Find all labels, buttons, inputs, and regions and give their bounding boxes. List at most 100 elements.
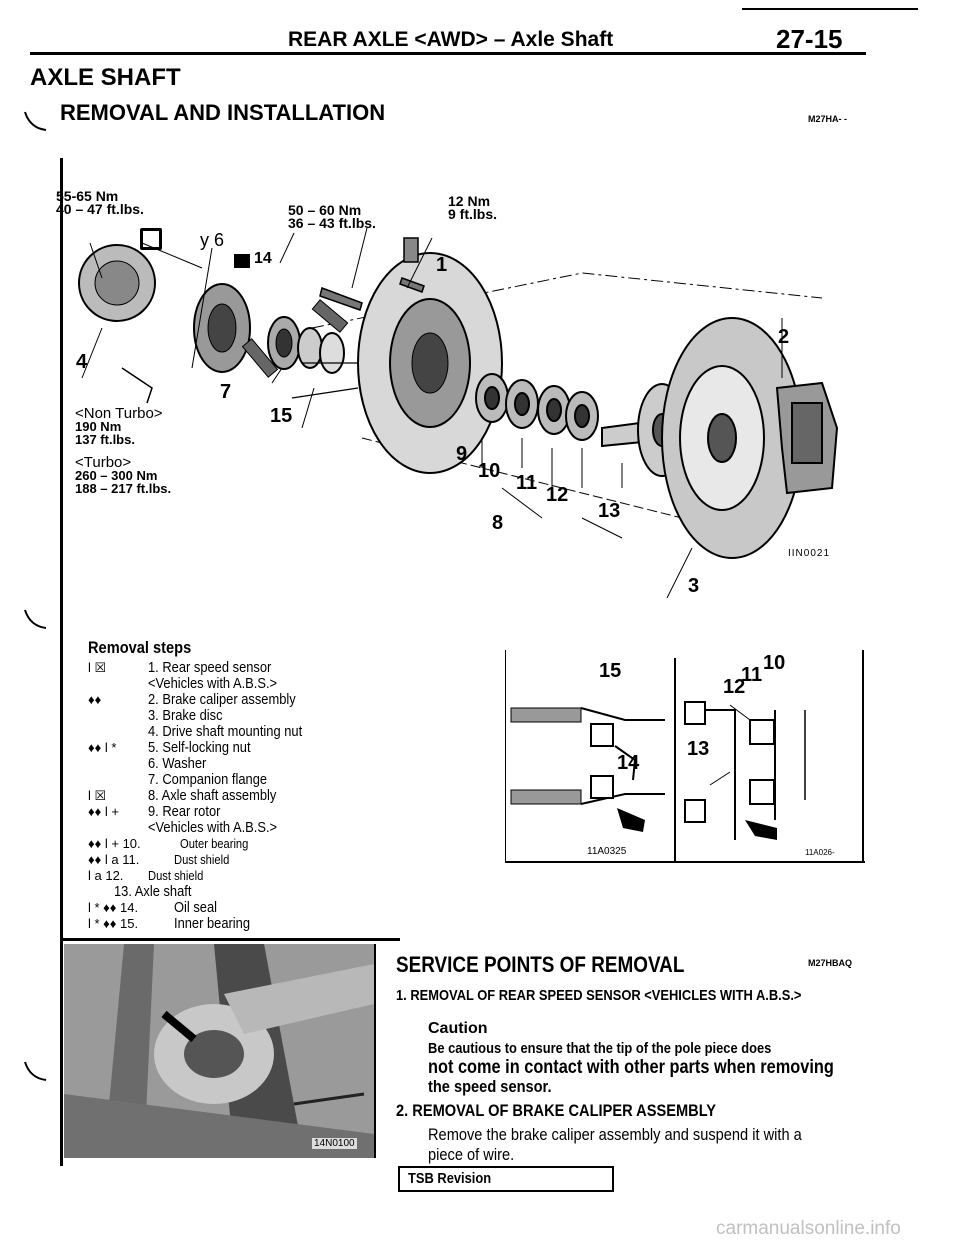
step-marker: l * ♦♦ 14. <box>88 900 139 915</box>
step-text: 13. Axle shaft <box>114 883 192 900</box>
torque-spec-2: 50 – 60 Nm 36 – 43 ft.lbs. <box>288 203 376 231</box>
leader-lines <box>81 227 783 598</box>
removal-step: ♦♦ 2. Brake caliper assembly <box>88 692 488 708</box>
step-text: 2. Brake caliper assembly <box>148 691 296 708</box>
service-photo: 14N0100 <box>64 944 376 1158</box>
nonturbo-nm: 190 Nm <box>75 419 122 434</box>
removal-step: 6. Washer <box>88 756 488 772</box>
item1-heading: 1. REMOVAL OF REAR SPEED SENSOR <VEHICLE… <box>396 986 852 1005</box>
bolts <box>319 237 425 311</box>
n14-label: 14 <box>254 250 272 267</box>
caution-line-3: the speed sensor. <box>428 1077 552 1096</box>
y6-label: y 6 <box>200 230 225 250</box>
callout-12: 12 <box>546 484 569 506</box>
detail-code-left: 11A0325 <box>587 846 627 857</box>
removal-step: l ☒8. Axle shaft assembly <box>88 788 488 804</box>
page-header-title: REAR AXLE <AWD> – Axle Shaft <box>288 28 614 51</box>
item2-heading: 2. REMOVAL OF BRAKE CALIPER ASSEMBLY <box>396 1101 717 1120</box>
item1-heading-text: 1. REMOVAL OF REAR SPEED SENSOR <VEHICLE… <box>396 987 802 1004</box>
brake-disc <box>661 317 803 559</box>
step-marker: l ☒ <box>88 788 107 803</box>
step-marker: ♦♦ l + <box>88 804 119 819</box>
service-title: SERVICE POINTS OF REMOVAL <box>396 952 685 977</box>
removal-step: 3. Brake disc <box>88 708 488 724</box>
section-subtitle: REMOVAL AND INSTALLATION <box>60 100 386 125</box>
step-text: 6. Washer <box>148 755 207 772</box>
detail-label-15: 15 <box>599 660 622 682</box>
step-text: 4. Drive shaft mounting nut <box>148 723 303 740</box>
callout-1: 1 <box>436 254 448 276</box>
removal-step: l a 12. Dust shield <box>88 868 488 884</box>
step-text: <Vehicles with A.B.S.> <box>148 675 278 692</box>
removal-step: 7. Companion flange <box>88 772 488 788</box>
step-text: 3. Brake disc <box>148 707 223 724</box>
step-marker: ♦♦ <box>88 692 102 707</box>
n-box-icon <box>234 254 250 268</box>
detail-label-11: 11 <box>741 664 763 686</box>
detail-figure: 15 14 13 12 11 10 11A0325 11A026- <box>505 650 865 866</box>
removal-step: <Vehicles with A.B.S.> <box>88 820 488 836</box>
step-text: 7. Companion flange <box>148 771 268 788</box>
step-text: 9. Rear rotor <box>148 803 221 820</box>
detail-label-10: 10 <box>763 652 786 674</box>
q-box-icon <box>140 228 162 250</box>
step-text: Inner bearing <box>174 915 251 932</box>
step-text: Oil seal <box>174 899 218 916</box>
caution-line-1: Be cautious to ensure that the tip of th… <box>428 1040 772 1057</box>
tsb-label: TSB Revision <box>408 1170 492 1187</box>
detail-label-14: 14 <box>617 752 640 774</box>
photo-code: 14N0100 <box>312 1138 357 1149</box>
turbo-nm: 260 – 300 Nm <box>75 468 158 483</box>
removal-step: <Vehicles with A.B.S.> <box>88 676 488 692</box>
callout-13: 13 <box>598 500 621 522</box>
nonturbo-label: <Non Turbo> <box>75 405 163 422</box>
step-text: <Vehicles with A.B.S.> <box>148 819 278 836</box>
nonturbo-ftlbs: 137 ft.lbs. <box>75 432 135 447</box>
torque-2-ftlbs: 36 – 43 ft.lbs. <box>288 215 376 231</box>
backing-plate <box>291 252 503 474</box>
torque-spec-1: 55-65 Nm 40 – 47 ft.lbs. <box>56 189 144 216</box>
callout-9: 9 <box>456 443 468 465</box>
removal-step: ♦♦ l + 9. Rear rotor <box>88 804 488 820</box>
callout-2: 2 <box>778 326 790 348</box>
step-text: 1. Rear speed sensor <box>148 659 272 676</box>
item2-text-2: piece of wire. <box>428 1145 515 1164</box>
step-text: Outer bearing <box>180 836 249 851</box>
turbo-spec: <Turbo> 260 – 300 Nm 188 – 217 ft.lbs. <box>75 454 172 496</box>
item2-text-1: Remove the brake caliper assembly and su… <box>428 1125 802 1144</box>
callout-4: 4 <box>76 351 88 373</box>
torque-3-ftlbs: 9 ft.lbs. <box>448 206 498 222</box>
callout-10: 10 <box>478 460 501 482</box>
removal-steps-list: l ☒1. Rear speed sensor <Vehicles with A… <box>88 660 488 932</box>
section-divider <box>60 938 400 941</box>
step-text: Dust shield <box>148 868 204 883</box>
removal-step: 4. Drive shaft mounting nut <box>88 724 488 740</box>
removal-step: 13. Axle shaft <box>88 884 488 900</box>
detail-code-right: 11A026- <box>805 848 835 857</box>
detail-figure-drawing <box>505 650 865 863</box>
removal-step: l ☒1. Rear speed sensor <box>88 660 488 676</box>
step-marker: ♦♦ l + 10. <box>88 836 141 851</box>
removal-step: l * ♦♦ 14. Oil seal <box>88 900 488 916</box>
step-marker: l a 12. <box>88 868 124 883</box>
removal-steps-title: Removal steps <box>88 638 192 657</box>
turbo-label: <Turbo> <box>75 454 132 471</box>
removal-step: ♦♦ l *5. Self-locking nut <box>88 740 488 756</box>
photo-drawing <box>64 944 374 1158</box>
service-code: M27HBAQ <box>808 958 853 968</box>
brake-caliper <box>775 381 839 495</box>
step-text: Dust shield <box>174 852 230 867</box>
torque-3-nm: 12 Nm <box>448 193 491 209</box>
torque-spec-3: 12 Nm 9 ft.lbs. <box>448 193 498 222</box>
detail-label-12: 12 <box>723 676 746 698</box>
callout-8: 8 <box>492 512 504 534</box>
callout-11: 11 <box>516 472 538 494</box>
section-title: AXLE SHAFT <box>30 64 181 91</box>
caution-title: Caution <box>428 1020 488 1037</box>
tsb-box: TSB Revision <box>398 1166 614 1192</box>
detail-label-13: 13 <box>687 738 710 760</box>
removal-step: l * ♦♦ 15.Inner bearing <box>88 916 488 932</box>
turbo-ftlbs: 188 – 217 ft.lbs. <box>75 481 172 496</box>
diagram-code: IIN0021 <box>788 548 831 559</box>
removal-step: ♦♦ l a 11.Dust shield <box>88 852 488 868</box>
